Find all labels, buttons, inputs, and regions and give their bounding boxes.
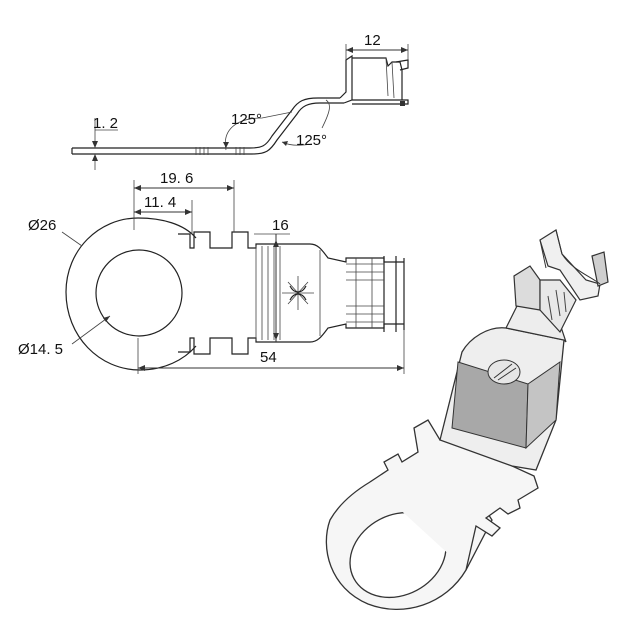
isometric-view	[325, 229, 609, 611]
dim-ring-outer: Ø26	[28, 217, 56, 234]
dim-angle-2: 125°	[296, 132, 327, 149]
dim-top-width: 12	[364, 32, 381, 49]
top-view: 19. 6 11. 4 16 Ø26 Ø14. 5 54	[18, 170, 405, 374]
side-view: 12 1. 2 125° 125°	[71, 32, 409, 170]
dim-16: 16	[272, 217, 289, 234]
dim-11-4: 11. 4	[144, 194, 176, 211]
dim-19-6: 19. 6	[160, 170, 193, 187]
dim-angle-1: 125°	[231, 111, 262, 128]
dim-overall-length: 54	[260, 349, 277, 366]
dim-thickness: 1. 2	[93, 115, 118, 132]
dim-ring-inner: Ø14. 5	[18, 341, 63, 358]
